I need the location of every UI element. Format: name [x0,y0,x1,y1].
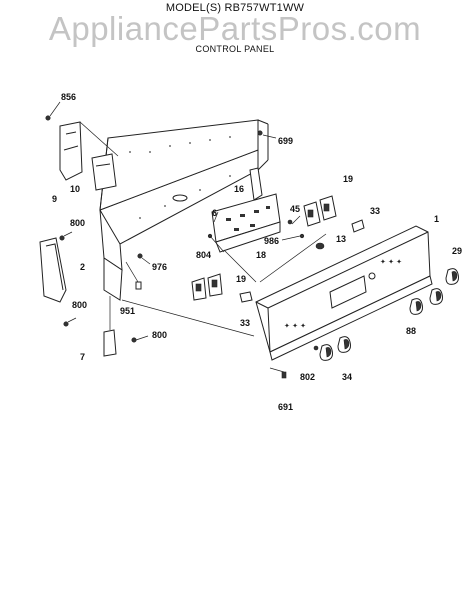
label-45: 45 [290,204,300,214]
label-33a: 33 [370,206,380,216]
section-title: CONTROL PANEL [195,44,275,54]
watermark: AppliancePartsPros.com [48,10,422,47]
label-9: 9 [52,194,57,204]
screw-691 [281,371,287,379]
knob-29 [445,268,459,285]
label-7: 7 [80,352,85,362]
label-2: 2 [80,262,85,272]
label-88: 88 [406,326,416,336]
clip-951 [125,261,142,290]
svg-text:✦ ✦ ✦: ✦ ✦ ✦ [380,258,402,266]
knob-13 [315,242,325,250]
screw-45 [287,219,293,225]
switch-19-lower [191,273,223,301]
label-10: 10 [70,184,80,194]
bracket-9 [59,121,119,181]
screw-856 [45,101,61,121]
label-29: 29 [452,246,462,256]
label-976: 976 [152,262,167,272]
label-1: 1 [434,214,439,224]
backsplash-frame [99,119,269,301]
screw-800b [63,317,77,327]
label-16: 16 [234,184,244,194]
switch-19-upper [303,195,337,227]
label-691: 691 [278,402,293,412]
label-699: 699 [278,136,293,146]
model-title: MODEL(S) RB757WT1WW [165,2,305,14]
label-856: 856 [61,92,76,102]
clip-33-lower [239,291,253,303]
label-800c: 800 [152,330,167,340]
bracket-7 [103,296,117,357]
label-19b: 19 [236,274,246,284]
screw-976 [137,253,151,265]
label-33b: 33 [240,318,250,328]
label-800a: 800 [70,218,85,228]
label-13: 13 [336,234,346,244]
control-panel-1: ✦ ✦ ✦ ✦ ✦ ✦ [255,225,433,361]
bracket-10 [91,153,117,191]
screw-802 [313,345,319,351]
label-951: 951 [120,306,135,316]
label-6: 6 [212,208,217,218]
screw-800c [131,335,149,343]
screw-986 [281,233,305,241]
svg-text:✦ ✦ ✦: ✦ ✦ ✦ [284,322,306,330]
label-804: 804 [196,250,211,260]
part-labels: 856 699 10 9 6 16 19 45 33 1 800 986 13 … [52,92,462,412]
label-34: 34 [342,372,352,382]
screw-800a [59,231,73,241]
leader-lines [121,211,327,373]
clip-33-upper [351,219,365,233]
label-800b: 800 [72,300,87,310]
screw-699 [257,130,277,139]
label-986: 986 [264,236,279,246]
label-802: 802 [300,372,315,382]
component-board-16 [207,193,281,253]
label-19a: 19 [343,174,353,184]
end-cap-2 [39,237,67,303]
label-18: 18 [256,250,266,260]
knob-set-88 [409,288,443,315]
knob-set-34 [319,336,351,361]
